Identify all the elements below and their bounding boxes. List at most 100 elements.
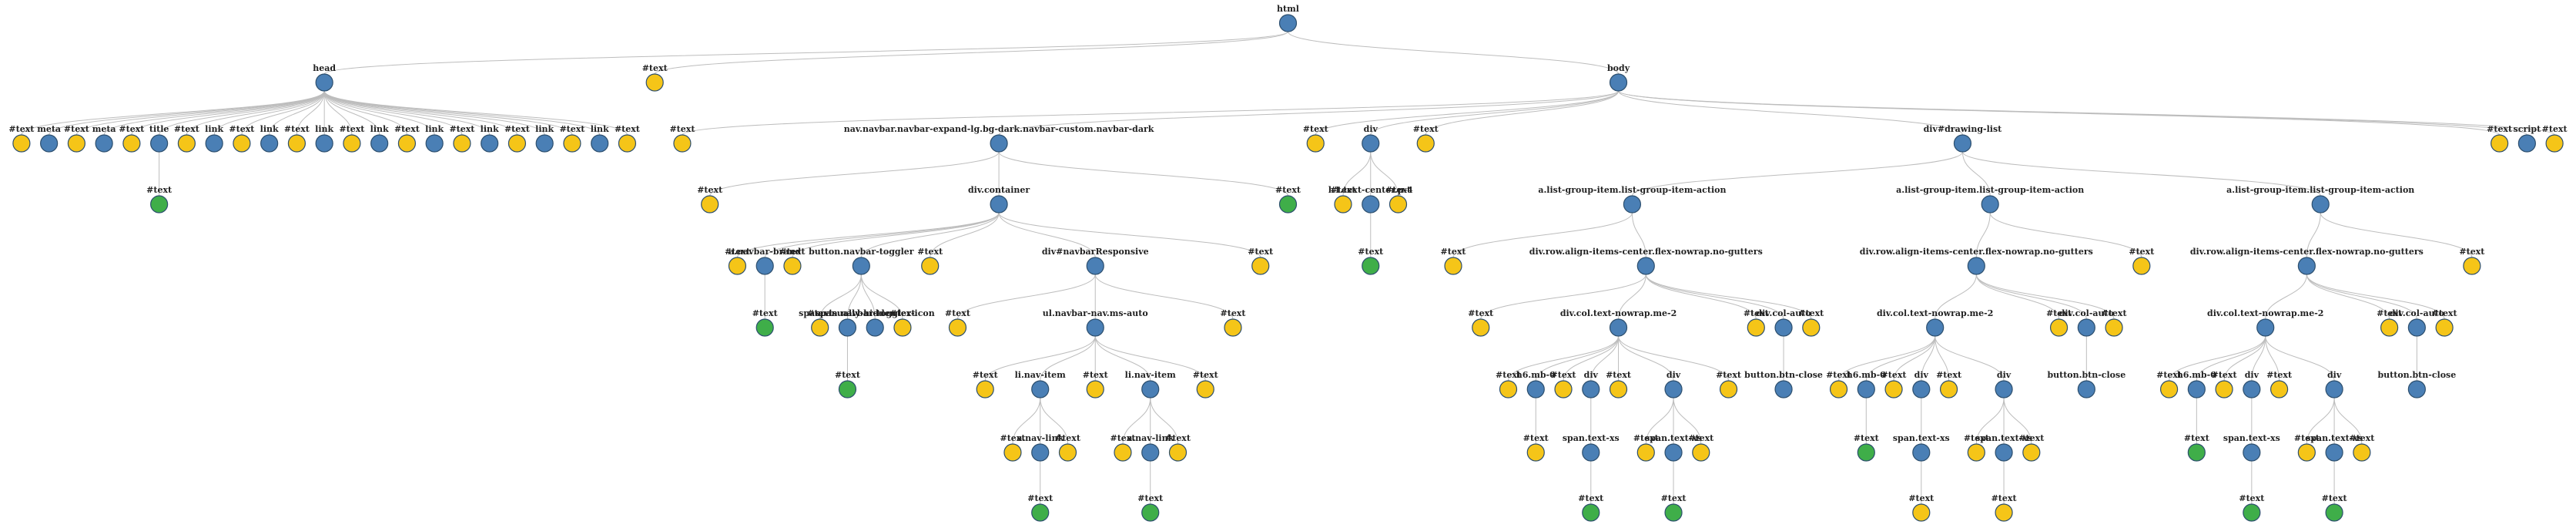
node-circle — [150, 195, 169, 214]
tree-edge — [1150, 397, 1178, 445]
tree-edge — [1618, 335, 1674, 382]
tree-node-text: #text — [615, 124, 641, 153]
node-label: #text — [1000, 433, 1027, 443]
node-circle — [1278, 14, 1298, 32]
tree-node-text: #text — [669, 124, 695, 153]
node-circle — [2297, 443, 2316, 462]
tree-edge — [2265, 274, 2307, 320]
tree-node-span-text-xs: span.text-xs — [1975, 433, 2032, 462]
node-label: #text — [559, 124, 585, 134]
node-circle — [1582, 503, 1600, 522]
node-label: h6.mb-0 — [1516, 370, 1556, 380]
node-circle — [2187, 443, 2206, 462]
tree-node-link: link — [425, 124, 444, 153]
tree-edge — [998, 212, 1096, 258]
tree-node-text: #text — [1110, 433, 1136, 462]
node-label: div — [1364, 124, 1378, 134]
tree-edge — [1452, 212, 1633, 258]
node-label: div — [1584, 370, 1599, 380]
node-circle — [2243, 443, 2261, 462]
tree-node-text: #text — [1275, 185, 1301, 214]
node-circle — [1857, 380, 1875, 399]
node-label: #text — [2212, 370, 2238, 380]
tree-edge — [323, 90, 407, 136]
node-circle — [1058, 443, 1077, 462]
tree-edge — [1975, 274, 2087, 320]
node-circle — [2159, 380, 2179, 399]
node-circle — [2105, 318, 2123, 337]
node-label: #text — [119, 124, 145, 134]
node-label: a.list-group-item.list-group-item-action — [1538, 185, 1726, 195]
node-label: #text — [807, 308, 833, 318]
tree-node-text: #text — [2102, 308, 2127, 337]
tree-node-text: #text — [174, 124, 200, 153]
node-circle — [122, 134, 141, 153]
tree-node-text: #text — [725, 247, 751, 275]
tree-node-text: #text — [2432, 308, 2458, 337]
node-label: span.visually-hidden — [799, 308, 896, 318]
node-circle — [618, 134, 637, 153]
node-circle — [1664, 380, 1683, 399]
node-label: div — [2327, 370, 2342, 380]
node-label: #text — [229, 124, 255, 134]
node-circle — [1664, 443, 1683, 462]
node-label: #text — [973, 370, 999, 380]
tree-node-div: div — [2243, 370, 2261, 399]
node-circle — [755, 318, 774, 337]
node-label: #text — [779, 247, 806, 257]
node-circle — [205, 134, 223, 153]
tree-node-text: #text — [449, 124, 475, 153]
tree-edge — [323, 90, 353, 136]
node-label: #text — [2432, 308, 2458, 318]
node-label: ul.navbar-nav.ms-auto — [1043, 308, 1148, 318]
node-circle — [2545, 134, 2564, 153]
node-label: #text — [752, 308, 779, 318]
node-circle — [755, 257, 774, 275]
tree-node-li-nav-item: li.nav-item — [1015, 370, 1066, 399]
node-circle — [1664, 503, 1683, 522]
tree-edge — [930, 212, 1000, 258]
tree-node-text: #text — [807, 308, 833, 337]
node-circle — [728, 257, 747, 275]
tree-edge — [860, 274, 876, 320]
tree-edge — [2223, 335, 2266, 382]
tree-edge — [296, 90, 325, 136]
tree-node-text: #text — [1716, 370, 1742, 399]
node-circle — [1334, 195, 1352, 214]
node-circle — [453, 134, 471, 153]
node-circle — [1416, 134, 1435, 153]
node-circle — [1939, 380, 1958, 399]
node-label: #text — [394, 124, 420, 134]
node-circle — [2297, 257, 2316, 275]
node-circle — [1086, 257, 1104, 275]
tree-edge — [1975, 212, 1991, 258]
tree-node-text: #text — [2322, 493, 2347, 522]
tree-node-text: #text — [1303, 124, 1329, 153]
node-circle — [2491, 134, 2509, 153]
tree-node-text: #text — [889, 308, 916, 337]
tree-node-span-text-xs: span.text-xs — [1563, 433, 1620, 462]
node-label: span.text-xs — [1893, 433, 1950, 443]
node-label: span.text-xs — [1645, 433, 1702, 443]
tree-node-text: #text — [2018, 433, 2045, 462]
tree-edge — [1645, 397, 1674, 445]
node-circle — [481, 134, 499, 153]
tree-node-button-btn-close: button.btn-close — [2377, 370, 2456, 399]
tree-node-span-text-xs: span.text-xs — [1893, 433, 1950, 462]
tree-edge — [103, 90, 325, 136]
node-circle — [40, 134, 59, 153]
node-label: #text — [174, 124, 200, 134]
node-label: #text — [1496, 370, 1522, 380]
node-label: #text — [1275, 185, 1301, 195]
node-label: div.row.align-items-center.flex-nowrap.n… — [2190, 247, 2424, 257]
node-circle — [701, 195, 719, 214]
node-circle — [260, 134, 279, 153]
tree-node-html: html — [1277, 4, 1299, 32]
tree-node-text: #text — [1606, 370, 1632, 399]
tree-node-text: #text — [2542, 124, 2568, 153]
node-label: #text — [1716, 370, 1742, 380]
node-circle — [1802, 318, 1821, 337]
node-circle — [2243, 503, 2261, 522]
node-label: #text — [835, 370, 861, 380]
node-circle — [1981, 195, 1999, 214]
